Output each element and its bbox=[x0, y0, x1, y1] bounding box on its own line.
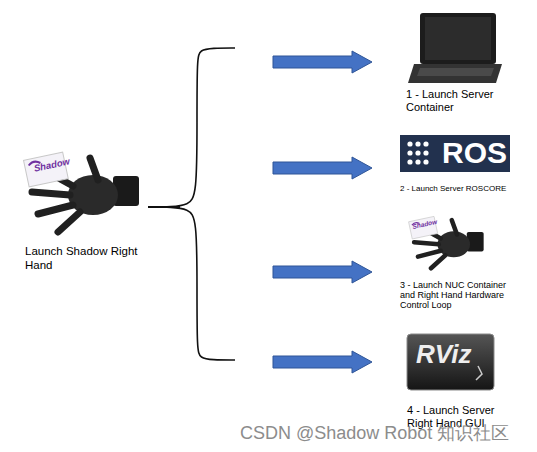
hand-card bbox=[409, 216, 438, 239]
step-caption: 3 - Launch NUC Container and Right Hand … bbox=[400, 281, 522, 311]
logo-text: ROS bbox=[442, 138, 507, 168]
step-caption: 1 - Launch Server Container bbox=[406, 88, 506, 113]
ros-dot bbox=[415, 141, 420, 146]
rviz-logo bbox=[407, 334, 494, 390]
card-face bbox=[409, 216, 438, 239]
step-node: 1 - Launch Server Container bbox=[372, 12, 532, 113]
hand-thumb bbox=[90, 158, 98, 180]
step-node: Launch Shadow Right Hand bbox=[18, 150, 148, 273]
hand-finger bbox=[32, 192, 70, 195]
hand-finger bbox=[414, 242, 439, 244]
card-swoosh bbox=[412, 222, 420, 225]
ros-logo bbox=[400, 135, 510, 172]
step-node: 3 - Launch NUC Container and Right Hand … bbox=[372, 215, 532, 311]
rviz-logo-background bbox=[407, 334, 494, 390]
logo-text: Shadow bbox=[412, 219, 438, 231]
logo-text: RViz bbox=[416, 341, 471, 367]
ros-dot bbox=[423, 141, 428, 146]
laptop-icon bbox=[408, 13, 502, 83]
laptop-keyboard bbox=[417, 68, 494, 76]
laptop-base bbox=[408, 64, 502, 83]
ros-dot bbox=[407, 159, 412, 164]
laptop-screen bbox=[425, 17, 491, 60]
block-arrow bbox=[273, 157, 372, 179]
bracket-line bbox=[148, 207, 235, 360]
robot-hand-illustration bbox=[409, 216, 484, 268]
hand-palm bbox=[438, 231, 471, 257]
card-swoosh bbox=[28, 161, 40, 166]
logo-text: Shadow bbox=[33, 156, 71, 173]
step-node: 4 - Launch Server Right Hand GUI bbox=[372, 334, 532, 429]
hand-palm bbox=[68, 175, 118, 215]
hand-thumb bbox=[452, 220, 457, 234]
hand-finger bbox=[38, 205, 73, 214]
flow-connector bbox=[148, 157, 372, 207]
step-caption: 2 - Launch Server ROSCORE bbox=[400, 184, 530, 193]
hand-card bbox=[24, 152, 69, 187]
step-node: 2 - Launch Server ROSCORE bbox=[372, 135, 532, 193]
ros-dot bbox=[415, 150, 420, 155]
block-arrow bbox=[273, 51, 372, 73]
step-caption: 4 - Launch Server Right Hand GUI bbox=[407, 404, 517, 429]
hand-finger bbox=[418, 251, 441, 257]
laptop-lid bbox=[420, 13, 496, 64]
flow-connector bbox=[148, 48, 372, 207]
rviz-logo-mark bbox=[476, 366, 482, 380]
block-arrow bbox=[273, 351, 372, 373]
ros-logo-dots bbox=[407, 141, 428, 164]
ros-dot bbox=[407, 150, 412, 155]
hand-finger bbox=[58, 212, 80, 232]
card-face bbox=[24, 152, 69, 187]
hand-finger bbox=[431, 255, 445, 268]
flow-connector bbox=[148, 207, 372, 283]
step-caption: Launch Shadow Right Hand bbox=[25, 245, 148, 273]
bracket-line bbox=[148, 48, 235, 207]
block-arrow bbox=[273, 261, 372, 283]
ros-dot bbox=[415, 159, 420, 164]
flow-connector bbox=[148, 207, 372, 373]
ros-dot bbox=[407, 141, 412, 146]
ros-dot bbox=[423, 159, 428, 164]
robot-hand-illustration bbox=[24, 152, 139, 232]
ros-dot bbox=[423, 150, 428, 155]
ros-logo-background bbox=[400, 135, 510, 172]
